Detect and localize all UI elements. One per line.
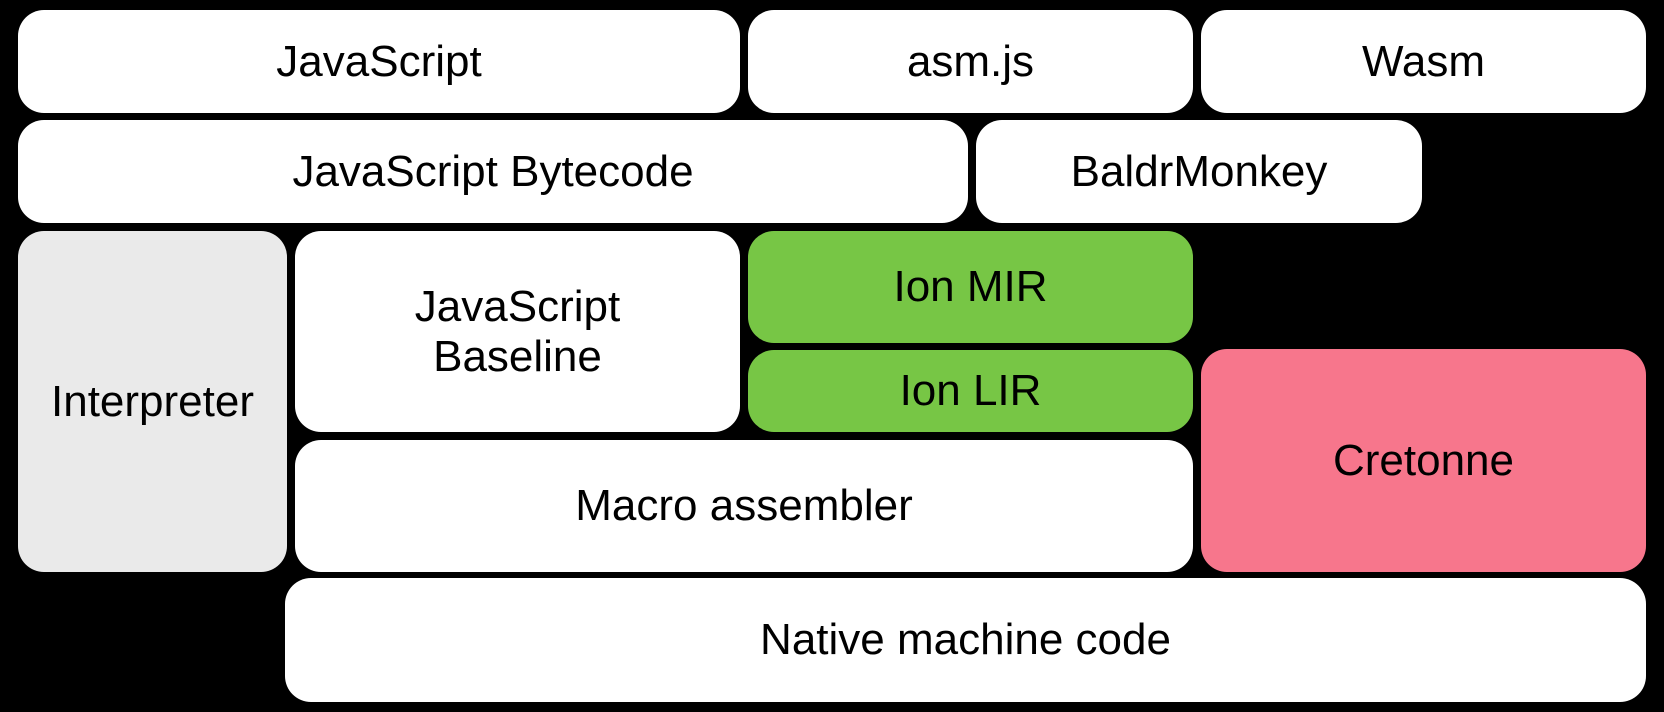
- node-macro-assembler[interactable]: Macro assembler: [295, 440, 1193, 572]
- node-baldrmonkey[interactable]: BaldrMonkey: [976, 120, 1422, 223]
- node-interpreter[interactable]: Interpreter: [18, 231, 287, 572]
- node-native-machine-code[interactable]: Native machine code: [285, 578, 1646, 702]
- node-cretonne[interactable]: Cretonne: [1201, 349, 1646, 572]
- node-ion-mir[interactable]: Ion MIR: [748, 231, 1193, 343]
- node-asmjs[interactable]: asm.js: [748, 10, 1193, 113]
- node-wasm[interactable]: Wasm: [1201, 10, 1646, 113]
- node-ion-lir[interactable]: Ion LIR: [748, 350, 1193, 432]
- node-javascript[interactable]: JavaScript: [18, 10, 740, 113]
- node-javascript-baseline[interactable]: JavaScript Baseline: [295, 231, 740, 432]
- node-javascript-bytecode[interactable]: JavaScript Bytecode: [18, 120, 968, 223]
